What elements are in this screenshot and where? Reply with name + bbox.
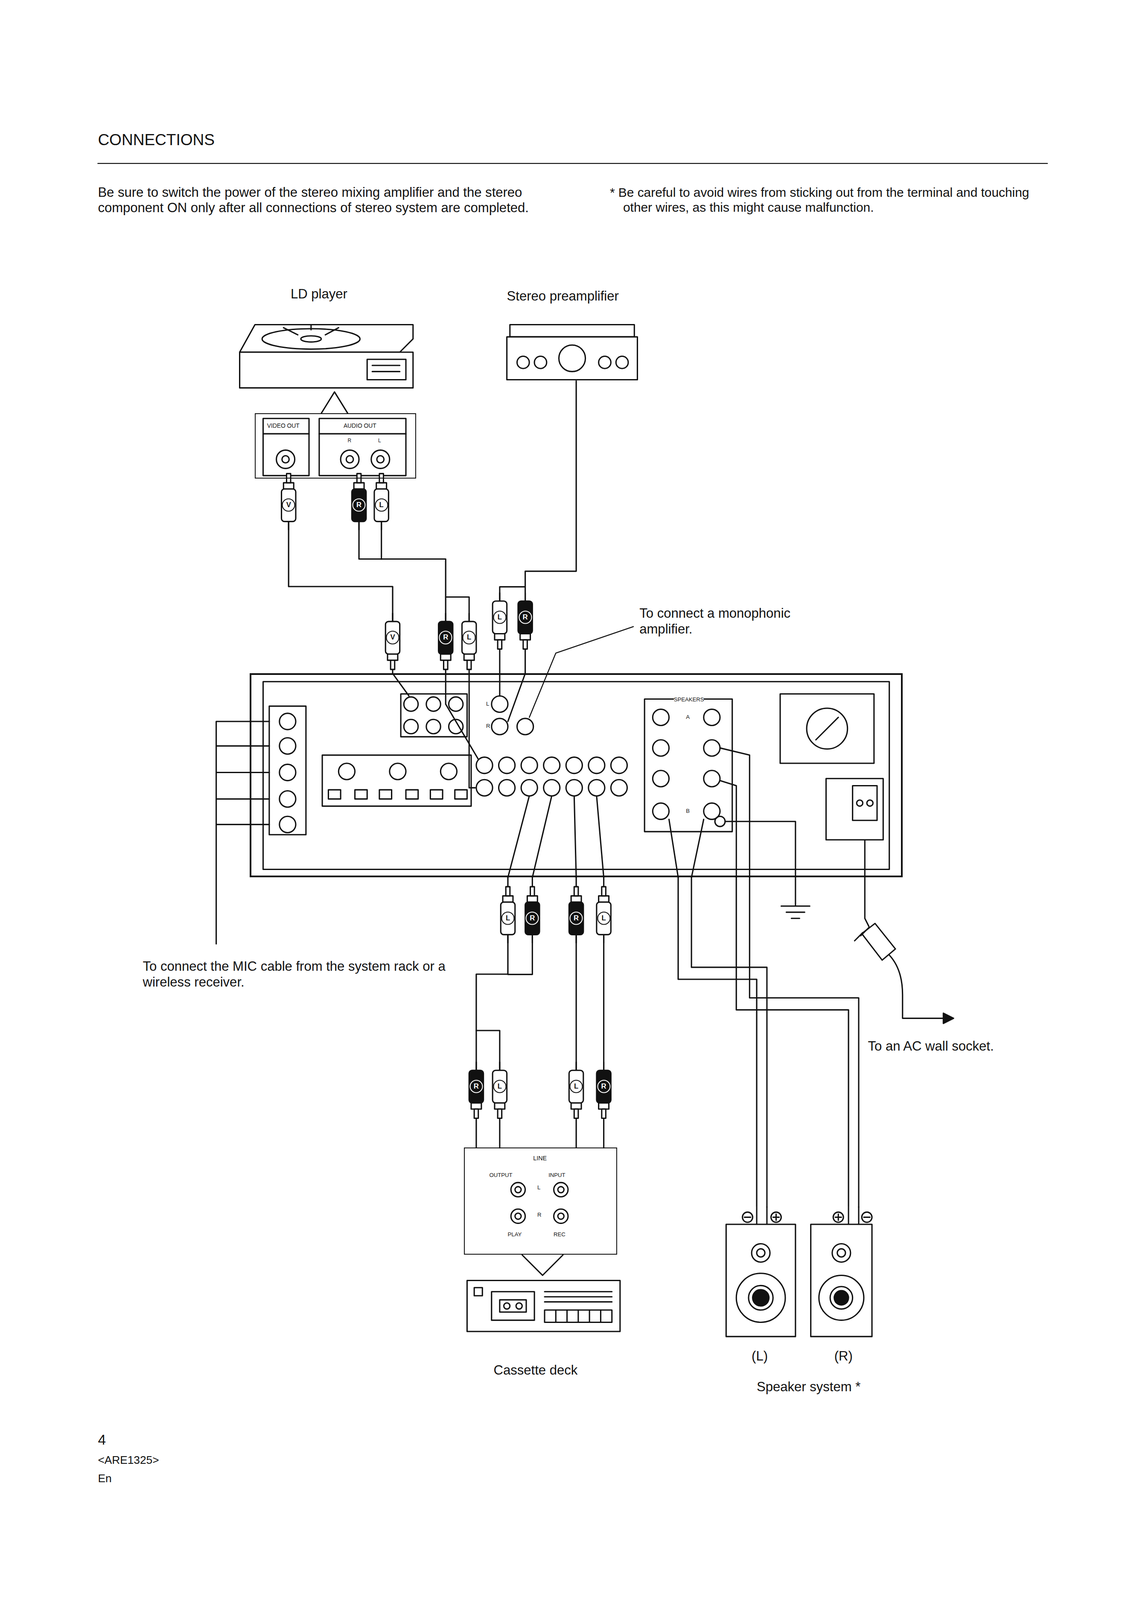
rca-plugs bbox=[281, 473, 612, 1118]
speaker-box: (L) bbox=[719, 1206, 803, 1372]
plug-letter: L bbox=[569, 1079, 583, 1093]
ld-player-drawing bbox=[239, 324, 414, 414]
callout-text: To connect the MIC cable from the system… bbox=[142, 958, 470, 990]
device-box: Stereo preamplifier bbox=[501, 285, 647, 381]
callout-text: To an AC wall socket. bbox=[867, 1038, 994, 1055]
node-text: AUDIO OUT bbox=[343, 422, 377, 429]
plug-letter: L bbox=[462, 630, 476, 645]
leader-line bbox=[529, 626, 634, 718]
node-text: R bbox=[347, 437, 352, 444]
plug-letter: R bbox=[439, 630, 453, 645]
node-text: A bbox=[685, 713, 690, 721]
node-text: (R) bbox=[834, 1348, 853, 1365]
node-text: LINE bbox=[533, 1154, 547, 1162]
node-text: INPUT bbox=[548, 1171, 566, 1179]
title-rule bbox=[97, 163, 1048, 164]
ac-cord bbox=[854, 839, 954, 1024]
plug-letter: R bbox=[569, 911, 583, 925]
node-text: L bbox=[486, 700, 490, 708]
preamplifier-drawing bbox=[507, 324, 638, 380]
plug-letter: L bbox=[597, 911, 611, 925]
note-text: Be sure to switch the power of the stere… bbox=[97, 184, 552, 216]
plug-letter: L bbox=[492, 1079, 507, 1093]
cassette-deck-drawing bbox=[466, 1279, 620, 1331]
node-text: Cassette deck bbox=[493, 1362, 578, 1379]
plug-letter: V bbox=[282, 498, 296, 512]
plug-letter: R bbox=[352, 498, 366, 512]
jack-panel: VIDEO OUT AUDIO OUT R L bbox=[254, 413, 417, 479]
node-text: L bbox=[537, 1183, 541, 1191]
jack-panel: LINE OUTPUT INPUT L R PLAY REC bbox=[463, 1147, 617, 1255]
plug-letter: L bbox=[374, 498, 388, 512]
node-text: L bbox=[378, 437, 382, 444]
node-text: Stereo preamplifier bbox=[507, 288, 619, 305]
plug-letter: V bbox=[385, 630, 400, 645]
cable bbox=[736, 877, 849, 1207]
amplifier-rear-panel bbox=[263, 681, 890, 870]
page-number: 4 bbox=[97, 1431, 106, 1448]
node-text: REC bbox=[553, 1230, 566, 1238]
amplifier-panel: L R SPEAKERS A B bbox=[249, 673, 903, 878]
speaker-drawing bbox=[725, 1211, 872, 1337]
node-text: B bbox=[685, 807, 690, 815]
plug-letter: R bbox=[597, 1079, 611, 1093]
speaker-box: (R) bbox=[805, 1206, 880, 1372]
ld-jack-panel bbox=[263, 418, 407, 476]
node-text: R bbox=[537, 1211, 542, 1219]
callout-text: To connect a monophonic amplifier. bbox=[639, 605, 844, 637]
device-box: Cassette deck bbox=[463, 1270, 626, 1385]
document-code: <ARE1325> bbox=[97, 1453, 159, 1467]
node-text: VIDEO OUT bbox=[267, 422, 300, 429]
node-text: (L) bbox=[751, 1348, 768, 1365]
branch-wires bbox=[381, 478, 859, 1225]
node-text: PLAY bbox=[507, 1230, 522, 1238]
plug-letter: R bbox=[525, 911, 540, 925]
node-text: R bbox=[486, 722, 490, 730]
cable bbox=[678, 877, 757, 1207]
language-code: En bbox=[97, 1471, 112, 1485]
page-title: CONNECTIONS bbox=[97, 130, 215, 150]
caption-text: Speaker system * bbox=[756, 1378, 861, 1395]
node-text: OUTPUT bbox=[489, 1171, 513, 1179]
cassette-jack-panel bbox=[510, 1182, 569, 1275]
plug-letter: L bbox=[492, 610, 507, 624]
node-text: SPEAKERS bbox=[673, 696, 705, 703]
mic-wires bbox=[216, 721, 270, 944]
cable bbox=[358, 478, 446, 674]
plug-letter: R bbox=[518, 610, 532, 624]
device-box: LD player bbox=[236, 283, 420, 390]
plug-letter: R bbox=[469, 1079, 483, 1093]
plug-letter: L bbox=[501, 911, 515, 925]
cable bbox=[288, 478, 393, 674]
node-text: LD player bbox=[290, 286, 348, 303]
note-text: * Be careful to avoid wires from stickin… bbox=[609, 184, 1062, 216]
